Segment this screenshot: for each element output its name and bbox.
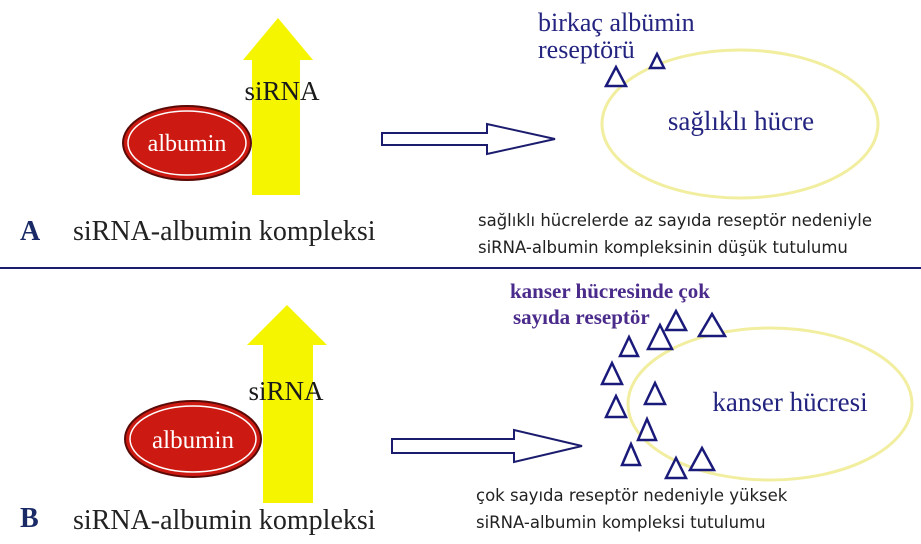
- caption-b-line1: çok sayıda reseptör nedeniyle yüksek: [476, 486, 788, 505]
- receptor-icon: [603, 64, 629, 88]
- albumin-ellipse-b: [124, 400, 262, 478]
- receptor-icon: [696, 311, 728, 338]
- complex-label-a: siRNA-albumin kompleksi: [73, 216, 376, 247]
- panel-letter-a: A: [20, 216, 41, 247]
- cancer-cell-outline: [626, 326, 914, 482]
- receptor-label-b-line1: kanser hücresinde çok: [510, 279, 710, 303]
- panel-b: siRNA albumin kanser hücresi kanser hücr…: [20, 279, 914, 536]
- receptor-icon: [620, 440, 642, 467]
- receptor-label-a-line1: birkaç albümin: [538, 8, 695, 37]
- panel-a: siRNA albumin sağlıklı hücre birkaç albü…: [20, 8, 880, 257]
- caption-b-line2: siRNA-albumin kompleksi tutulumu: [476, 513, 766, 532]
- sirna-arrow-b: [247, 305, 327, 503]
- receptor-icon: [663, 455, 689, 480]
- receptor-label-b-line2: sayıda reseptör: [513, 305, 650, 329]
- sirna-arrow-a: [243, 18, 313, 195]
- healthy-cell-label: sağlıklı hücre: [668, 106, 814, 136]
- receptor-label-a-line2: reseptörü: [538, 35, 635, 64]
- complex-label-b: siRNA-albumin kompleksi: [73, 505, 376, 536]
- sirna-label-b: siRNA: [248, 376, 324, 406]
- albumin-ellipse-b-inner: [129, 405, 257, 473]
- uptake-arrow-a: [381, 122, 556, 156]
- albumin-label-a: albumin: [148, 131, 227, 157]
- panel-letter-b: B: [20, 503, 39, 534]
- albumin-ellipse-a: [122, 105, 252, 181]
- caption-a-line2: siRNA-albumin kompleksinin düşük tutulum…: [478, 238, 848, 257]
- receptor-icon: [600, 360, 624, 386]
- cancer-cell-label: kanser hücresi: [712, 387, 867, 417]
- receptor-icon: [663, 308, 689, 332]
- healthy-cell-outline: [600, 48, 880, 200]
- albumin-ellipse-a-inner: [127, 110, 247, 176]
- receptor-icon: [645, 322, 675, 351]
- receptor-icon: [618, 334, 640, 358]
- uptake-arrow-b: [391, 428, 583, 464]
- receptor-icon: [643, 380, 667, 406]
- receptor-icon: [647, 51, 667, 70]
- receptor-icon: [687, 445, 717, 472]
- albumin-label-b: albumin: [152, 427, 234, 454]
- receptor-icon: [636, 415, 658, 442]
- sirna-label-a: siRNA: [244, 76, 320, 106]
- receptor-icon: [604, 393, 628, 419]
- caption-a-line1: sağlıklı hücrelerde az sayıda reseptör n…: [478, 211, 872, 230]
